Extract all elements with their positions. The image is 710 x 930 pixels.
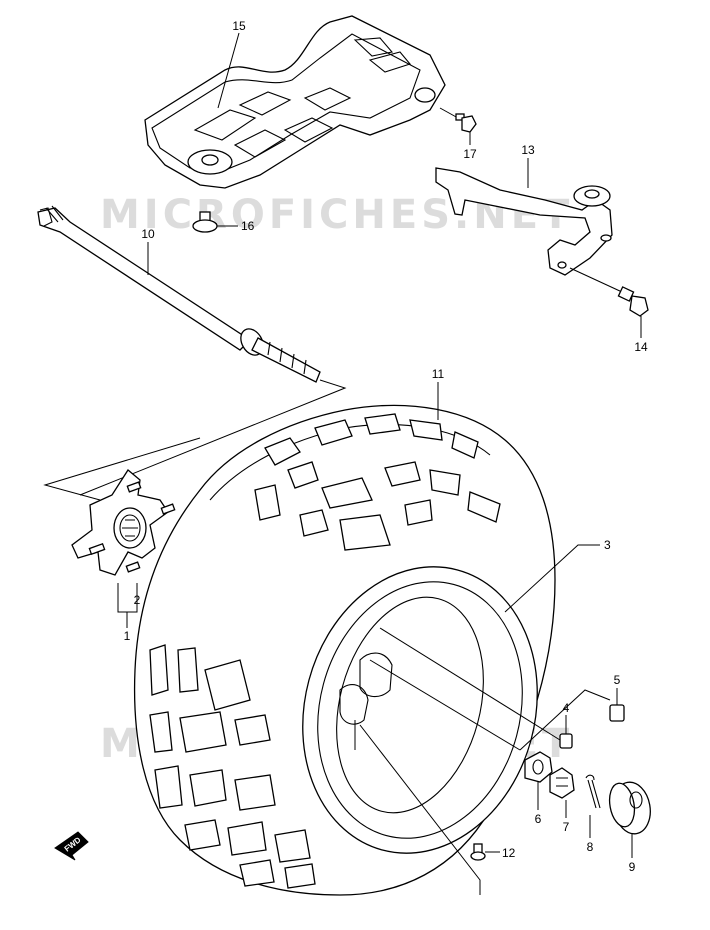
label-4: 4 (563, 701, 570, 715)
label-9: 9 (629, 860, 636, 874)
label-13: 13 (521, 143, 535, 157)
leader-lines (379, 627, 561, 741)
label-7: 7 (563, 820, 570, 834)
fwd-arrow-icon: FWD (54, 831, 89, 861)
part-16-stud[interactable] (192, 211, 238, 233)
part-6-lock-washer[interactable] (524, 751, 553, 810)
label-2: 2 (134, 593, 141, 607)
part-12-valve-stem[interactable] (470, 843, 500, 861)
label-12: 12 (502, 846, 516, 860)
label-3: 3 (604, 538, 611, 552)
label-8: 8 (587, 840, 594, 854)
label-1: 1 (124, 629, 131, 643)
part-15-skid-plate[interactable] (144, 15, 446, 189)
label-14: 14 (634, 340, 648, 354)
label-17: 17 (463, 147, 477, 161)
part-7-castle-nut[interactable] (549, 767, 575, 818)
part-3-rim[interactable] (271, 540, 600, 880)
label-15: 15 (232, 19, 246, 33)
part-4-washer[interactable] (559, 715, 573, 749)
label-11: 11 (432, 367, 445, 381)
part-13-bracket[interactable] (435, 158, 613, 276)
part-8-cotter-pin[interactable] (585, 774, 601, 838)
part-10-shaft[interactable] (37, 205, 347, 501)
part-17-bolt[interactable] (439, 107, 477, 145)
part-9-hub-cap[interactable] (606, 779, 654, 858)
label-10: 10 (141, 227, 155, 241)
label-6: 6 (535, 812, 542, 826)
label-5: 5 (614, 673, 621, 687)
label-16: 16 (241, 219, 255, 233)
part-14-bolt[interactable] (569, 267, 649, 338)
part-5-cap-nut[interactable] (609, 688, 625, 722)
part-1-hub[interactable] (71, 469, 176, 628)
